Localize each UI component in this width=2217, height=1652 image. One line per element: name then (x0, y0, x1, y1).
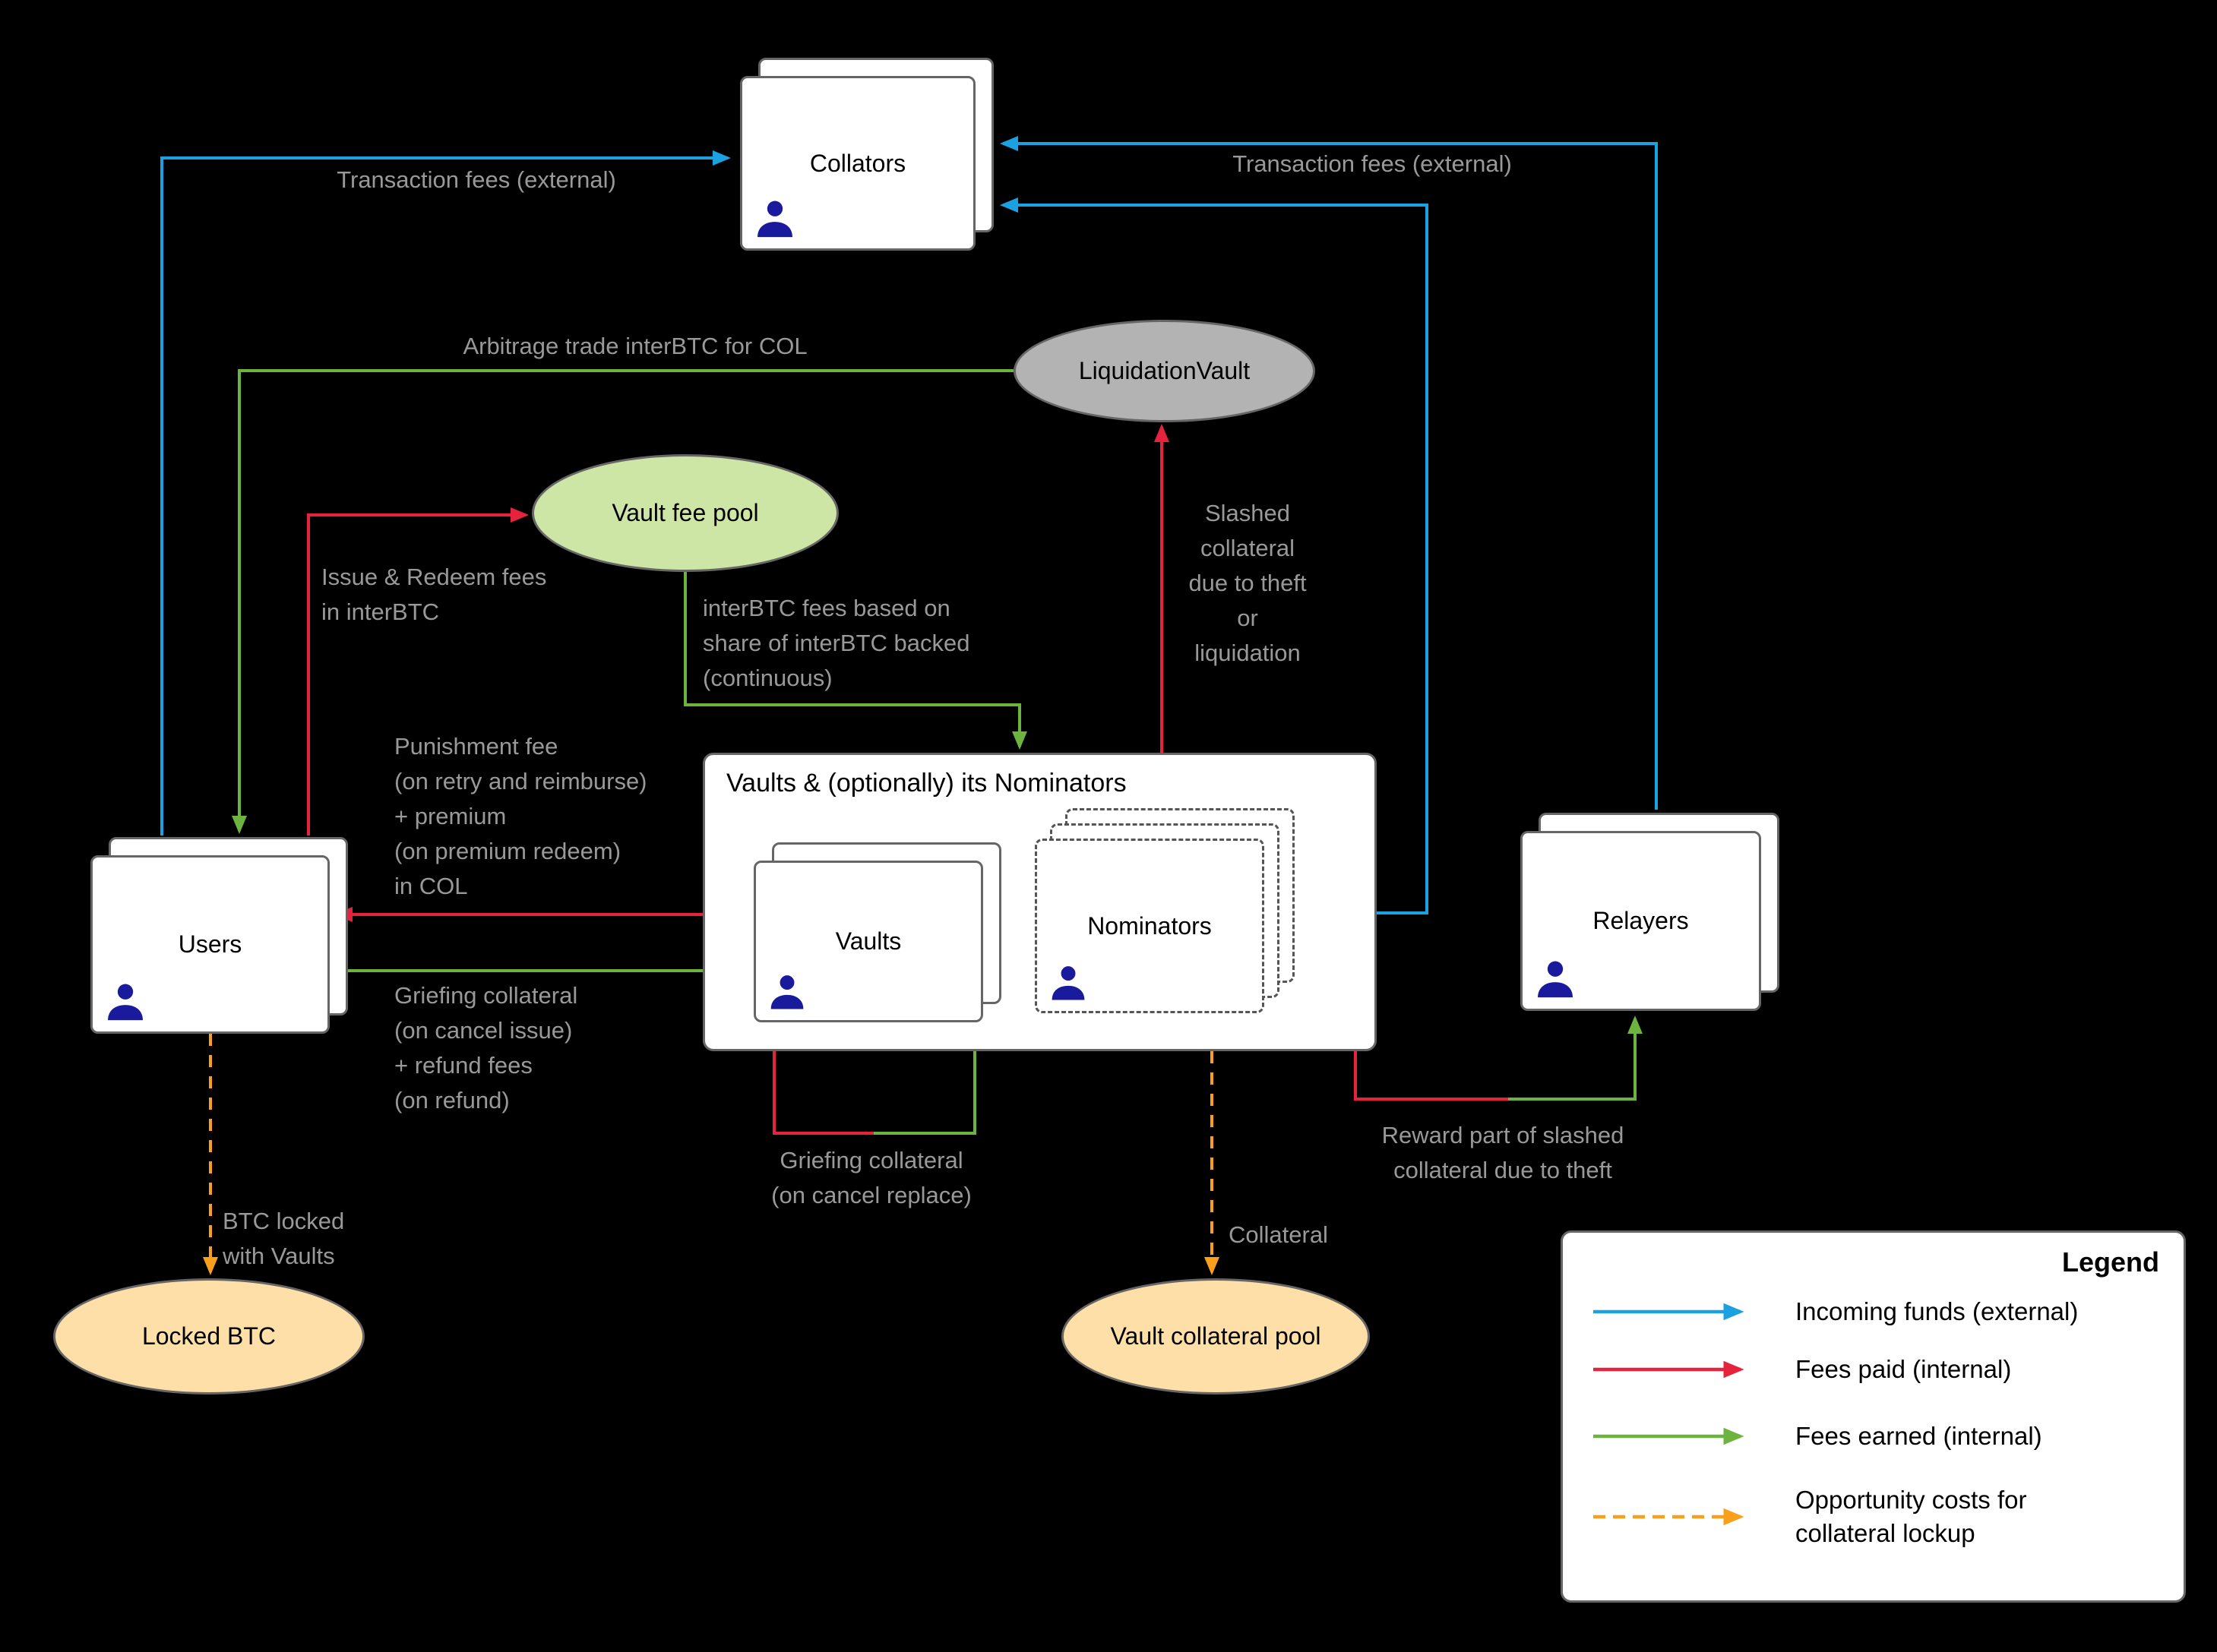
vaults-front-box: Vaults (754, 861, 983, 1022)
person-icon (1052, 966, 1085, 1000)
legend-row-fees-paid: Fees paid (internal) (1590, 1353, 2011, 1386)
node-vaults: Vaults (754, 842, 1001, 1022)
legend-label-fees-paid: Fees paid (internal) (1795, 1355, 2012, 1383)
edge-replace-loop-green-segment (874, 1025, 982, 1135)
legend-blue-arrow-icon (1593, 1303, 1744, 1321)
edge-relayers-to-collators-blue (1000, 136, 1658, 810)
legend-box: Legend Incoming funds (external) Fees pa… (1561, 1230, 2186, 1603)
legend-row-fees-earned: Fees earned (internal) (1590, 1420, 2042, 1453)
label-slashed-collateral: Slashed collateral due to theft or liqui… (1188, 500, 1307, 666)
legend-row-opportunity: Opportunity costs for collateral lockup (1590, 1483, 2026, 1550)
label-transaction-fees-left: Transaction fees (external) (337, 166, 616, 193)
nominators-front-box: Nominators (1035, 839, 1264, 1013)
label-collateral: Collateral (1229, 1221, 1328, 1248)
node-users: Users (90, 837, 348, 1034)
node-nominators: Nominators (1035, 808, 1295, 1013)
person-icon (108, 984, 143, 1021)
legend-label-opportunity: Opportunity costs for collateral lockup (1795, 1486, 2027, 1547)
relayers-title: Relayers (1592, 907, 1689, 934)
legend-row-incoming: Incoming funds (external) (1590, 1295, 2078, 1328)
edge-reward-to-relayers-green-segment (1508, 1016, 1643, 1101)
relayers-front-box: Relayers (1520, 831, 1761, 1011)
edge-users-to-vaultfeepool-red (307, 507, 529, 835)
node-vault-collateral-pool: Vault collateral pool (1061, 1278, 1370, 1395)
node-vault-fee-pool: Vault fee pool (532, 454, 839, 572)
edge-users-to-collators-blue (160, 150, 731, 835)
node-collators: Collators (740, 58, 994, 251)
legend-orange-dashed-arrow-icon (1593, 1508, 1744, 1526)
label-issue-redeem: Issue & Redeem fees in interBTC (321, 564, 547, 625)
legend-red-arrow-icon (1593, 1360, 1744, 1379)
node-locked-btc: Locked BTC (53, 1278, 365, 1395)
label-transaction-fees-right: Transaction fees (external) (1232, 150, 1512, 177)
person-icon (1538, 961, 1573, 998)
edge-vaultfeepool-to-vaults-green (684, 572, 1027, 750)
edge-liquidationvault-to-users-green (232, 369, 1014, 834)
nominators-title: Nominators (1087, 911, 1212, 940)
node-liquidation-vault: LiquidationVault (1014, 320, 1315, 422)
label-interbtc-fees: interBTC fees based on share of interBTC… (703, 595, 970, 691)
label-reward-slashed: Reward part of slashed collateral due to… (1381, 1122, 1624, 1183)
collators-title: Collators (809, 149, 906, 177)
legend-label-incoming: Incoming funds (external) (1795, 1297, 2079, 1325)
edge-reward-red-segment (1354, 1051, 1508, 1101)
vault-collateral-pool-title: Vault collateral pool (1110, 1322, 1321, 1350)
liquidation-vault-title: LiquidationVault (1078, 357, 1251, 384)
vault-fee-pool-title: Vault fee pool (612, 499, 759, 526)
label-griefing-cancel-issue: Griefing collateral (on cancel issue) + … (394, 982, 578, 1113)
label-arbitrage: Arbitrage trade interBTC for COL (463, 333, 808, 359)
users-title: Users (178, 930, 242, 958)
legend-label-fees-earned: Fees earned (internal) (1795, 1422, 2042, 1450)
label-griefing-cancel-replace: Griefing collateral (on cancel replace) (771, 1147, 972, 1208)
person-icon (757, 201, 792, 238)
edge-vaults-to-collators-blue (1000, 197, 1428, 914)
person-icon (770, 975, 804, 1009)
vaults-container-title: Vaults & (optionally) its Nominators (726, 769, 1127, 798)
node-vaults-nominators-container: Vaults & (optionally) its Nominators Vau… (703, 753, 1377, 1051)
node-relayers: Relayers (1520, 813, 1779, 1011)
legend-title: Legend (2061, 1246, 2159, 1278)
locked-btc-title: Locked BTC (141, 1322, 277, 1350)
collators-front-box: Collators (740, 76, 976, 251)
edge-replace-loop-red-segment (773, 1022, 874, 1135)
vaults-title: Vaults (835, 927, 902, 955)
label-punishment-fee: Punishment fee (on retry and reimburse) … (394, 733, 647, 899)
legend-green-arrow-icon (1593, 1427, 1744, 1445)
label-btc-locked: BTC locked with Vaults (223, 1208, 345, 1269)
users-front-box: Users (90, 855, 330, 1034)
